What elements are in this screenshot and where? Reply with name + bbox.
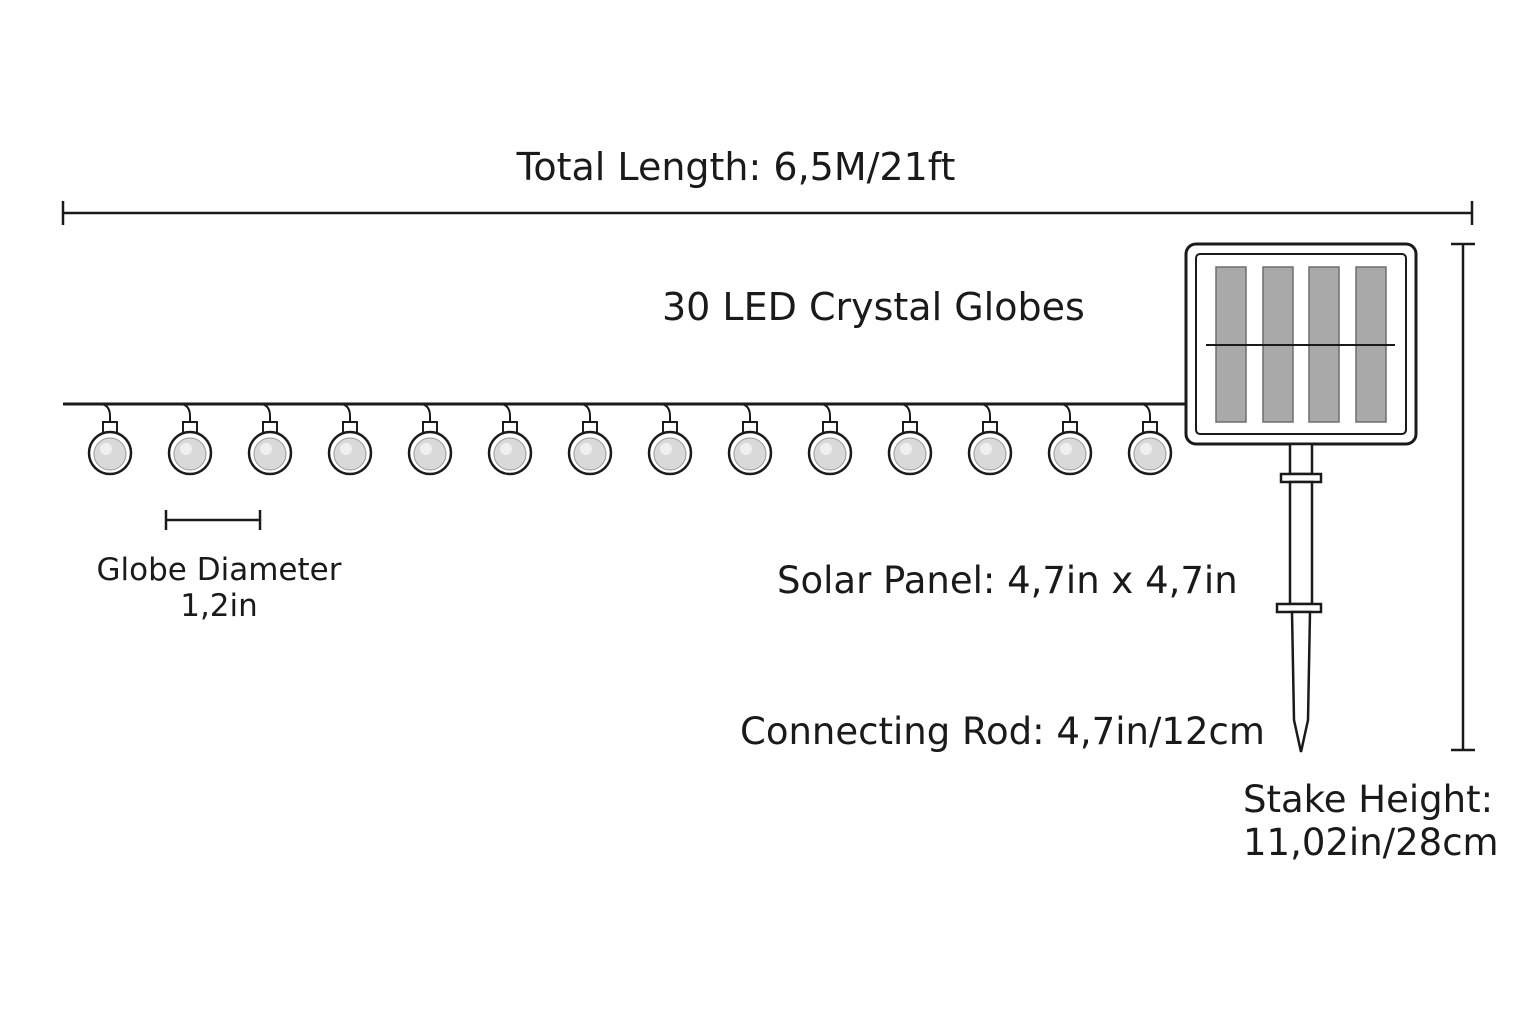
ground-stake [1290,610,1312,753]
globe-light [647,403,693,476]
stake-height-value: 11,02in/28cm [1243,820,1499,864]
globe-diameter-dimension-line [164,510,262,530]
globe-light [567,403,613,476]
solar-panel-size-label: Solar Panel: 4,7in x 4,7in [777,559,1238,602]
connecting-rod [1275,442,1323,614]
globe-light [1127,403,1173,476]
globe-light [967,403,1013,476]
globe-lights [87,403,1173,476]
globe-diameter-value: 1,2in [180,587,258,624]
globe-light [167,403,213,476]
solar-panel [1184,242,1418,446]
total-length-dimension-line [61,201,1474,225]
globe-light [327,403,373,476]
stake-height-dimension-line [1451,242,1475,752]
stake-height-title: Stake Height: [1243,778,1494,821]
globe-light [807,403,853,476]
globe-count-label: 30 LED Crystal Globes [662,285,1085,329]
globe-light [1047,403,1093,476]
globe-light [887,403,933,476]
globe-light [407,403,453,476]
total-length-label: Total Length: 6,5M/21ft [516,145,956,189]
globe-light [487,403,533,476]
globe-light [87,403,133,476]
globe-light [727,403,773,476]
connecting-rod-label: Connecting Rod: 4,7in/12cm [740,710,1265,753]
globe-diameter-label: Globe Diameter 1,2in [84,552,354,624]
globe-light [247,403,293,476]
globe-diameter-title: Globe Diameter [96,552,342,588]
stake-height-label: Stake Height: 11,02in/28cm [1243,778,1499,864]
